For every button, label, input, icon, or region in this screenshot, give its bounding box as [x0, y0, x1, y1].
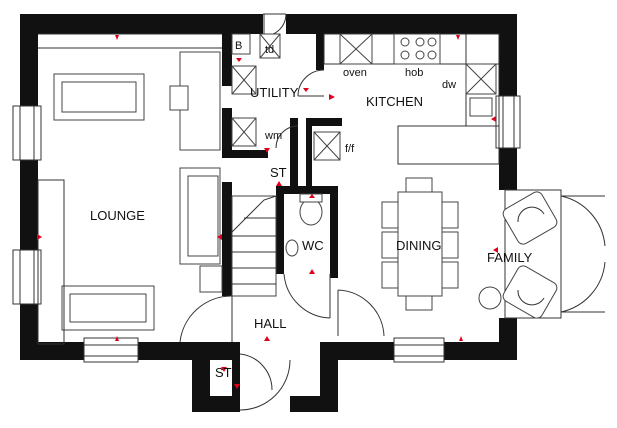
- fixture-label-dishwasher: dw: [442, 79, 456, 91]
- dining-furniture: [381, 177, 459, 311]
- internal-doors: [179, 13, 385, 411]
- room-label-store-upper: ST: [270, 165, 287, 180]
- room-label-dining: DINING: [396, 238, 442, 253]
- radiator-markers: [37, 35, 498, 389]
- room-label-utility: UTILITY: [250, 85, 299, 100]
- room-label-lounge: LOUNGE: [90, 208, 145, 223]
- utility-units: [231, 33, 341, 161]
- fixture-label-hob: hob: [405, 67, 423, 79]
- windows: [12, 95, 521, 363]
- fixture-label-tumble-dryer: td: [265, 44, 274, 56]
- room-label-family: FAMILY: [487, 250, 533, 265]
- staircase: [231, 195, 277, 297]
- room-label-hall: HALL: [254, 316, 287, 331]
- fixture-label-fridge-freezer: f/f: [345, 143, 355, 155]
- fixture-label-washing-machine: wm: [264, 130, 282, 142]
- lounge-furniture: [37, 33, 223, 345]
- room-label-kitchen: KITCHEN: [366, 94, 423, 109]
- fixture-label-oven: oven: [343, 67, 367, 79]
- kitchen-units: [323, 33, 500, 165]
- room-label-wc: WC: [302, 238, 324, 253]
- fixture-label-boiler: B: [235, 40, 242, 52]
- family-furniture: [478, 191, 558, 319]
- room-label-store-lower: ST: [215, 365, 232, 380]
- internal-walls: [222, 14, 342, 396]
